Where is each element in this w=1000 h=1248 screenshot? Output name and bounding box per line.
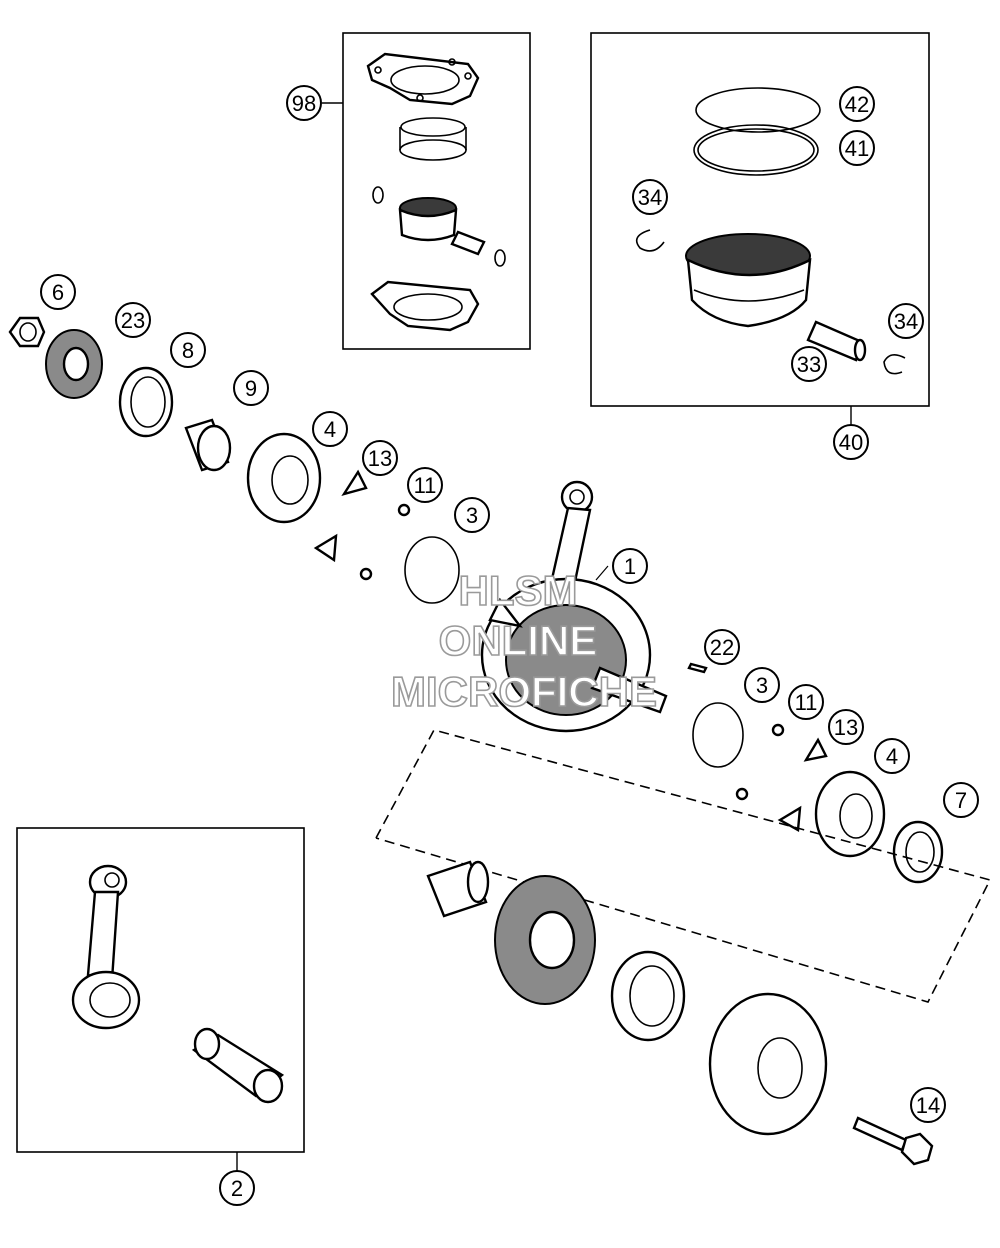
svg-text:2: 2 xyxy=(231,1176,243,1201)
callout-22[interactable]: 22 xyxy=(704,629,740,665)
svg-text:23: 23 xyxy=(121,308,145,333)
svg-text:4: 4 xyxy=(324,417,336,442)
callout-4-right[interactable]: 4 xyxy=(874,738,910,774)
crankshaft xyxy=(480,480,668,733)
svg-text:9: 9 xyxy=(245,376,257,401)
watermark-line-2: ONLINE xyxy=(439,617,598,664)
watermark-line-3: MICROFICHE xyxy=(391,668,657,715)
gasket-set-box xyxy=(322,32,531,350)
starter-assembly xyxy=(375,729,992,1166)
callout-14[interactable]: 14 xyxy=(910,1087,946,1123)
svg-text:98: 98 xyxy=(292,91,316,116)
svg-text:3: 3 xyxy=(466,503,478,528)
svg-text:3: 3 xyxy=(756,673,768,698)
callout-7[interactable]: 7 xyxy=(943,782,979,818)
svg-text:40: 40 xyxy=(839,430,863,455)
callout-6[interactable]: 6 xyxy=(40,274,76,310)
callout-33[interactable]: 33 xyxy=(791,346,827,382)
callout-8[interactable]: 8 xyxy=(170,332,206,368)
callout-13-left[interactable]: 13 xyxy=(362,440,398,476)
svg-text:34: 34 xyxy=(638,185,662,210)
callout-3-right[interactable]: 3 xyxy=(744,667,780,703)
svg-text:22: 22 xyxy=(710,635,734,660)
callout-1[interactable]: 1 xyxy=(612,548,648,584)
svg-text:42: 42 xyxy=(845,92,869,117)
callout-34-right[interactable]: 34 xyxy=(888,303,924,339)
piston-box xyxy=(590,32,930,425)
callouts: 98 42 41 34 34 33 40 6 23 8 9 4 13 11 3 … xyxy=(40,85,979,1206)
callout-23[interactable]: 23 xyxy=(115,302,151,338)
svg-text:33: 33 xyxy=(797,352,821,377)
callout-9[interactable]: 9 xyxy=(233,370,269,406)
callout-13-right[interactable]: 13 xyxy=(828,709,864,745)
svg-text:6: 6 xyxy=(52,280,64,305)
svg-text:1: 1 xyxy=(624,554,636,579)
callout-4-left[interactable]: 4 xyxy=(312,411,348,447)
watermark-line-1: HLSM xyxy=(459,567,578,614)
callout-42[interactable]: 42 xyxy=(839,86,875,122)
conrod-box xyxy=(16,827,305,1172)
callout-11-right[interactable]: 11 xyxy=(788,684,824,720)
callout-2[interactable]: 2 xyxy=(219,1170,255,1206)
svg-text:8: 8 xyxy=(182,338,194,363)
svg-text:11: 11 xyxy=(414,473,437,498)
svg-text:13: 13 xyxy=(834,715,858,740)
svg-text:7: 7 xyxy=(955,788,967,813)
callout-98[interactable]: 98 xyxy=(286,85,322,121)
callout-40[interactable]: 40 xyxy=(833,424,869,460)
callout-3-left[interactable]: 3 xyxy=(454,497,490,533)
right-side-parts xyxy=(687,662,944,884)
svg-text:11: 11 xyxy=(795,690,818,715)
svg-text:34: 34 xyxy=(894,309,918,334)
svg-text:4: 4 xyxy=(886,744,898,769)
svg-text:13: 13 xyxy=(368,446,392,471)
svg-text:41: 41 xyxy=(845,136,869,161)
callout-34-left[interactable]: 34 xyxy=(632,179,668,215)
leader-lines xyxy=(595,565,609,581)
left-side-parts xyxy=(8,316,460,604)
callout-11-left[interactable]: 11 xyxy=(407,467,443,503)
watermark: HLSM ONLINE MICROFICHE xyxy=(390,566,658,716)
svg-text:14: 14 xyxy=(916,1093,940,1118)
callout-41[interactable]: 41 xyxy=(839,130,875,166)
